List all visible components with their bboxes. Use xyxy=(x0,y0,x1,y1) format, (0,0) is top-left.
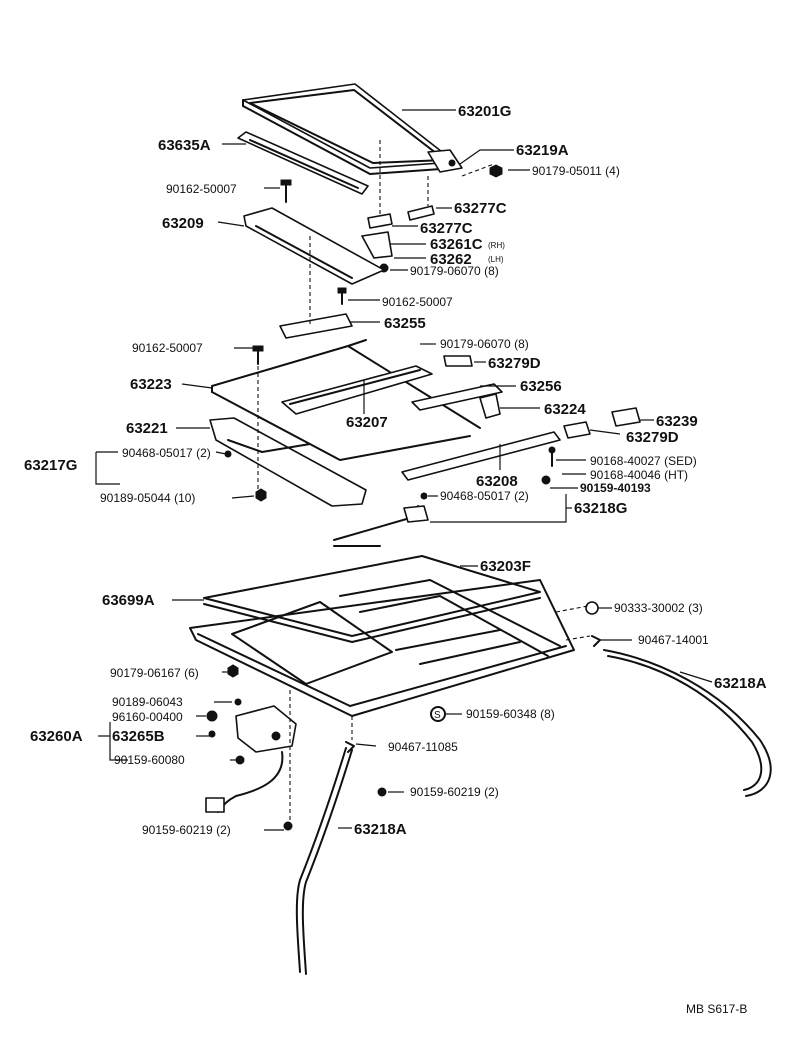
clip-icon xyxy=(420,492,428,500)
label-90168-40027: 90168-40027 (SED) xyxy=(590,454,697,468)
alignment-line xyxy=(565,635,591,641)
drain-hose-connector xyxy=(333,505,429,547)
label-90179-06070-top: 90179-06070 (8) xyxy=(410,264,499,278)
nut-icon xyxy=(234,698,242,706)
label-63699A: 63699A xyxy=(102,592,155,609)
stopper-icon xyxy=(611,407,641,427)
label-63221: 63221 xyxy=(126,420,168,437)
label-63279D-bottom: 63279D xyxy=(626,429,679,446)
label-90162-50007-top: 90162-50007 xyxy=(166,182,237,196)
bolt-s-mark: S xyxy=(434,710,441,721)
label-90162-50007-left: 90162-50007 xyxy=(132,341,203,355)
label-63262: 63262 xyxy=(430,251,472,268)
label-63218A-left: 63218A xyxy=(354,821,407,838)
drive-housing xyxy=(209,417,367,507)
label-63260A: 63260A xyxy=(30,728,83,745)
label-90168-40046: 90168-40046 (HT) xyxy=(590,468,688,482)
label-90159-60219-left: 90159-60219 (2) xyxy=(142,823,231,837)
screw-icon xyxy=(541,475,551,485)
sunroof-motor xyxy=(205,705,297,813)
label-63201G: 63201G xyxy=(458,103,511,120)
label-63208: 63208 xyxy=(476,473,518,490)
label-63279D-top: 63279D xyxy=(488,355,541,372)
nut-icon xyxy=(255,488,267,502)
label-63207: 63207 xyxy=(346,414,388,431)
screw-icon xyxy=(235,755,245,765)
label-63261C: 63261C xyxy=(430,236,483,253)
bracket-63224-icon xyxy=(479,393,501,419)
label-63209: 63209 xyxy=(162,215,204,232)
clip-icon xyxy=(563,421,591,439)
bolt-s-icon xyxy=(430,706,446,722)
label-63218A-right: 63218A xyxy=(714,675,767,692)
label-63265B: 63265B xyxy=(112,728,165,745)
label-rh: (RH) xyxy=(488,241,505,250)
screw-icon xyxy=(252,345,264,352)
washer-icon xyxy=(206,710,218,722)
label-90468-05017-left: 90468-05017 (2) xyxy=(122,446,211,460)
screw-icon xyxy=(548,446,556,454)
hose-clip-icon xyxy=(591,635,601,647)
guide-rail-lower xyxy=(401,431,561,481)
clip-icon xyxy=(443,355,473,367)
label-63256: 63256 xyxy=(520,378,562,395)
screw-icon xyxy=(337,287,347,294)
label-63224: 63224 xyxy=(544,401,586,418)
alignment-line xyxy=(461,163,495,177)
guide-rail-left xyxy=(281,365,433,415)
label-90189-06043: 90189-06043 xyxy=(112,695,183,709)
label-90179-06070-mid: 90179-06070 (8) xyxy=(440,337,529,351)
bracket-icon xyxy=(361,231,393,259)
label-90159-40193: 90159-40193 xyxy=(580,481,651,495)
glass-bracket xyxy=(427,149,463,173)
sunroof-housing-frame xyxy=(189,555,575,717)
drain-hose-right xyxy=(607,655,763,791)
label-90179-05011: 90179-05011 (4) xyxy=(532,164,620,178)
label-63277C-right: 63277C xyxy=(454,200,507,217)
drain-hose-left xyxy=(301,749,353,975)
label-63255: 63255 xyxy=(384,315,426,332)
label-90468-05017-right: 90468-05017 (2) xyxy=(440,489,529,503)
label-63239: 63239 xyxy=(656,413,698,430)
nut-icon xyxy=(227,664,239,678)
diagram-code: MB S617-B xyxy=(686,1002,747,1016)
plate-icon xyxy=(367,213,393,229)
label-90159-60080: 90159-60080 xyxy=(114,753,185,767)
label-96160-00400: 96160-00400 xyxy=(112,710,183,724)
label-63277C-center: 63277C xyxy=(420,220,473,237)
label-63203F: 63203F xyxy=(480,558,531,575)
leader-lines xyxy=(95,109,713,831)
label-63223: 63223 xyxy=(130,376,172,393)
guide-rail-right xyxy=(411,383,503,411)
label-90467-11085: 90467-11085 xyxy=(388,740,458,754)
grommet-icon xyxy=(585,601,599,615)
nut-icon xyxy=(489,164,503,178)
screw-icon xyxy=(377,787,387,797)
alignment-line xyxy=(555,605,589,613)
label-90162-50007-mid: 90162-50007 xyxy=(382,295,453,309)
drain-hose-left xyxy=(295,747,347,973)
label-90159-60219-right: 90159-60219 (2) xyxy=(410,785,499,799)
label-90179-06167: 90179-06167 (6) xyxy=(110,666,199,680)
label-90333-30002: 90333-30002 (3) xyxy=(614,601,703,615)
label-63218G: 63218G xyxy=(574,500,627,517)
screw-icon xyxy=(283,821,293,831)
screw-icon xyxy=(208,730,216,738)
drain-hose-right xyxy=(603,649,772,797)
label-90189-05044: 90189-05044 (10) xyxy=(100,491,195,505)
hose-clip-icon xyxy=(345,741,355,753)
label-90467-14001: 90467-14001 xyxy=(638,633,709,647)
sunroof-glass-panel xyxy=(242,83,456,175)
weatherstrip-front xyxy=(237,131,369,195)
label-63217G: 63217G xyxy=(24,457,77,474)
label-63219A: 63219A xyxy=(516,142,569,159)
wind-deflector xyxy=(243,207,385,285)
label-63635A: 63635A xyxy=(158,137,211,154)
plate-icon xyxy=(407,205,435,221)
label-lh: (LH) xyxy=(488,255,504,264)
plate-63255-icon xyxy=(279,313,353,339)
label-90159-60348: 90159-60348 (8) xyxy=(466,707,555,721)
screw-icon xyxy=(280,179,292,186)
